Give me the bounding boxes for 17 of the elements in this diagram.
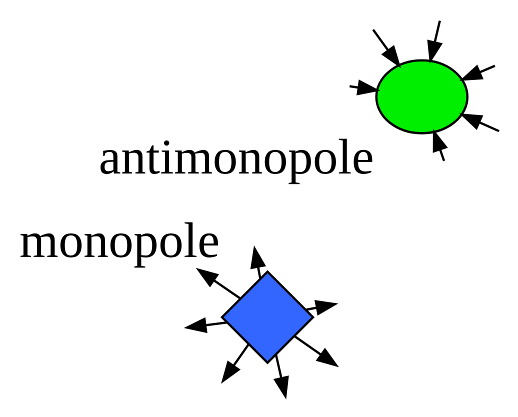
arrow (294, 336, 339, 368)
arrow (273, 354, 289, 400)
arrow (427, 20, 443, 64)
arrow (184, 317, 228, 334)
arrow (459, 113, 500, 132)
arrow (349, 80, 380, 96)
arrow (306, 300, 338, 316)
arrow (196, 268, 241, 300)
node-label: antimonopole (98, 128, 374, 184)
arrow (372, 29, 401, 68)
node-diamond (220, 270, 315, 364)
node-circle (375, 59, 469, 134)
node-label: monopole (20, 212, 220, 268)
arrow (221, 344, 250, 384)
arrow (459, 64, 496, 81)
arrow (250, 245, 266, 278)
arrow (432, 128, 448, 162)
